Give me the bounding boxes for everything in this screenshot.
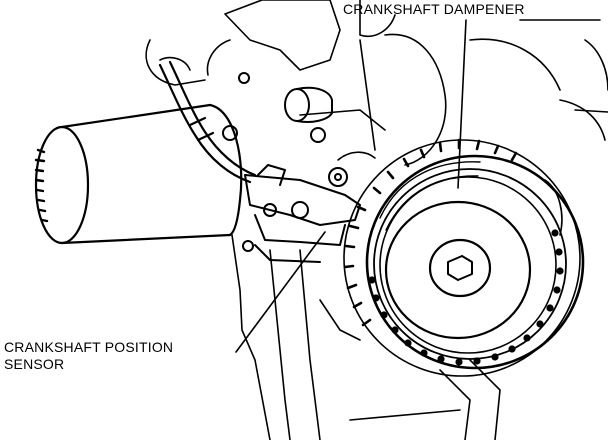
reluctor-ring <box>343 138 581 377</box>
oil-filter <box>34 103 243 245</box>
dampener-callout: CRANKSHAFT DAMPENER <box>343 1 525 17</box>
sensor-leader <box>235 231 326 353</box>
sensor-harness <box>158 60 257 184</box>
dampener-leader <box>457 19 467 189</box>
crankshaft-dampener <box>365 154 585 370</box>
leader-lines <box>235 19 467 353</box>
sensor-bracket <box>222 72 361 263</box>
sensor-callout-line2: SENSOR <box>4 356 65 372</box>
sensor-callout: CRANKSHAFT POSITION SENSOR <box>4 339 173 373</box>
sensor-callout-line1: CRANKSHAFT POSITION <box>4 339 174 355</box>
